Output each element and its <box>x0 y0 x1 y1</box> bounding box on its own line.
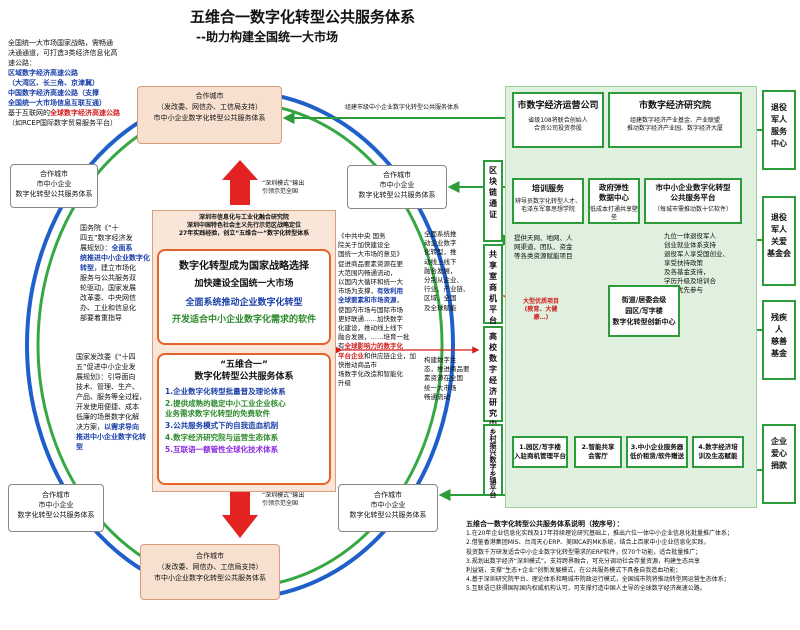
top-left-note: 全国统一大市场国家战略，需畅通 决通通道，可打造3类经济信息化高 速公路： 区域… <box>8 38 136 128</box>
right-policy-red: 全球影响力的数字化 平台企业 <box>338 342 403 360</box>
bottom-item-2: 2.智能共享 会客厅 <box>574 436 622 468</box>
vertical-shared-room: 共 享 室 商 机 平 台 <box>483 244 503 325</box>
gov-data-box: 政府弹性 数据中心 低成本打通共享壁垒 <box>588 178 640 224</box>
left-policy-1-blue: 全面系 统推进中小企业数字化 转型 <box>80 244 150 272</box>
top-left-note-highway-2: 中国数字经济高速公路（支撑 全国统一大市场信息互联互通） <box>8 89 106 107</box>
left-policy-text-1: 国务院《“十 四五”数字经济发 展规划》：全面系 统推进中小企业数字化 转型，建… <box>80 223 152 323</box>
right-enterprise-donation: 企业 爱心 捐款 <box>762 424 796 504</box>
vertical-university-center: 高 校 数 字 经 济 研 究 中 心 <box>483 326 503 440</box>
gov-data-title: 政府弹性 数据中心 <box>599 183 629 202</box>
city-box-bottom-left: 合作城市 市中小企业 数字化转型公共服务体系 <box>8 484 104 532</box>
top-left-note-intro: 全国统一大市场国家战略，需畅通 决通通道，可打造3类经济信息化高 速公路： <box>8 39 118 67</box>
right-policy-text: 《中共中央 国务 院关于加快建设全 国统一大市场的意见》 促进商品要素资源在更 … <box>338 232 420 388</box>
right-policy-blue: 有效利用 全球要素和市场资源 <box>338 287 403 305</box>
right-policy-text-3: 构建数字生 态，推进商品要 素资源在全国 统一大市场 畅通流动 <box>424 356 470 401</box>
five-dim-item-2: 2.提供成熟的稳定中小工业企业核心 业务需求数字化转型的免费软件 <box>165 399 286 418</box>
sme-platform-title: 市中小企业数字化转型 公共服务平台 <box>655 183 731 202</box>
left-policy-1-c: ，国家发展 改革委、中央网信 办、工业和信息化 部要着重指导 <box>80 284 136 322</box>
five-dim-title: “五维合一” 数字化转型公共服务体系 <box>194 360 294 382</box>
op-company-sub: 省级108将联合创始人 合资公司投资参股 <box>528 117 588 132</box>
sme-platform-box: 市中小企业数字化转型 公共服务平台 （每城市需推动数十亿软件） <box>644 178 742 224</box>
center-five-dim-box: “五维合一” 数字化转型公共服务体系 1.企业数字化转型批量普及理论体系 2.提… <box>157 353 331 485</box>
left-policy-2-blue: 以需求导向 推进中小企业数字化转型 <box>76 423 146 451</box>
red-up-arrow <box>222 160 258 205</box>
left-policy-1-a: 国务院《“十 四五”数字经济发 展规划》： <box>80 224 133 252</box>
five-dim-item-4: 4.数字经济研究院与运营生态体系 <box>165 433 279 442</box>
arrow-note-top: “深圳模式”输出 引领示范全国 <box>262 180 305 195</box>
city-box-left: 合作城市 市中小企业 数字化转型公共服务体系 <box>10 164 98 208</box>
strategy-subtitle: 加快建设全国统一大市场 <box>194 279 294 289</box>
five-dim-item-3: 3.公共服务模式下的自我造血机制 <box>165 421 279 430</box>
city-box-top: 合作城市 （发改委、网信办、工信局支持） 市中小企业数字化转型公共服务体系 <box>137 86 282 144</box>
center-header: 深圳市信息化与工业化融合研究院 深圳中国特色社会主义先行示范区战略定位 27年实… <box>178 214 310 237</box>
resources-desc: 提供天网、地网、人 网渠道、团队、资金 等各类资源赋能项目 <box>514 234 573 260</box>
top-left-note-global-highway: 全球数字经济高速公路 <box>50 109 120 117</box>
diagram-subtitle: --助力构建全国统一大市场 <box>196 30 338 44</box>
right-veteran-service-center: 退役 军人 服务 中心 <box>762 90 796 170</box>
right-policy-a: 《中共中央 国务 院关于加快建设全 国统一大市场的意见》 促进商品要素资源在更 … <box>338 232 403 296</box>
right-policy-c: 和供应链企业，加快推动商品市 场数字化改造和智能化 升级 <box>338 351 416 388</box>
right-policy-text-2: 全面系统推 动企业数字 化转型，推 动线上线下 融合发展， 分别从企业、 行业、… <box>424 230 470 312</box>
notes-heading: 五维合一数字化转型公共服务体系说明（按序号）： <box>466 520 624 528</box>
sme-platform-sub: （每城市需推动数十亿软件） <box>653 206 732 213</box>
top-left-note-tail: 基于互联网的 <box>8 109 50 117</box>
strategy-title: 数字化转型成为国家战略选择 <box>179 261 309 272</box>
training-sub: 辨导员数字化转型人才、 毛泽东军事思想学院 <box>514 198 581 213</box>
diagram-title: 五维合一数字化转型公共服务体系 <box>190 8 416 26</box>
bottom-item-4: 4.数字经济培 训及生态赋能 <box>692 436 744 468</box>
notes-line-3: 3.规划出数字经济“深圳模式”。支持跨界融合，可充分调动社会存量资源，构建生态共… <box>466 557 700 575</box>
left-policy-1-b: ，建立市场化 服务与公共服务双 轮驱动 <box>80 264 136 292</box>
right-disabled-charity-fund: 残疾 人 慈善 基金 <box>762 300 796 380</box>
institute-title: 市数字经济研究院 <box>638 101 711 111</box>
top-left-note-highway-1: 区域数字经济高速公路 （大湾区、长三角、京津冀） <box>8 69 99 87</box>
city-box-bottom-right: 合作城市 市中小企业 数字化转型公共服务体系 <box>338 484 438 532</box>
strategy-blue-line: 全面系统推动企业数字化转型 <box>185 298 303 308</box>
city-box-bottom: 合作城市 （发改委、网信办、工信局支持） 市中小企业数字化转型公共服务体系 <box>140 544 280 600</box>
notes-line-1: 1.在20年企业信息化实践及17年持续理论研究基础上，推出六位一体中小企业信息化… <box>466 530 733 538</box>
top-left-note-rcep: （如RCEP国际数字贸易服务平台） <box>8 119 118 127</box>
veteran-desc: 九位一体退役军人 创业就业体系支持 退役军人享受国创业、 享受扶持政策 及各基金… <box>664 232 729 294</box>
five-dim-item-1: 1.企业数字化转型批量普及理论体系 <box>165 387 286 396</box>
notes-line-2: 2.借鉴香港集团MIS、台湾天心ERP、美国CA的MK系统，结合上百家中小企业信… <box>466 539 710 556</box>
notes-section: 五维合一数字化转型公共服务体系说明（按序号）： 1.在20年企业信息化实践及17… <box>466 520 796 594</box>
op-company-title: 市数字经济运营公司 <box>517 101 599 111</box>
right-veteran-care-fund: 退役 军人 关爱 基金会 <box>762 196 796 286</box>
star-project-label: 大型优质项目 (教育、大健康…) <box>522 298 559 321</box>
street-innovation-center: 街道/居委会级 园区/写字楼 数字化转型创新中心 <box>608 285 680 337</box>
center-panel: 深圳市信息化与工业化融合研究院 深圳中国特色社会主义先行示范区战略定位 27年实… <box>152 210 336 492</box>
vertical-blockchain-token: 区 块 链 通 证 <box>483 160 503 242</box>
gov-data-sub: 低成本打通共享壁垒 <box>590 206 639 221</box>
city-box-right: 合作城市 市中小企业 数字化转型公共服务体系 <box>347 165 447 209</box>
arrow-note-top-right: 组建市级中小企业数字化转型公共服务体系 <box>345 104 460 111</box>
institute-box: 市数字经济研究院 组建数字经济产业基金、产业联盟 推动数字经济产业园、数字经济大… <box>608 92 742 148</box>
notes-line-5: 5.互联语已获得国际国内权威机构认可，可支撑打造中国人主导的全球数字经济高速公路… <box>466 585 706 593</box>
op-company-box: 市数字经济运营公司 省级108将联合创始人 合资公司投资参股 <box>512 92 604 148</box>
vertical-rural-platform: 乡 村 振 兴 数 字 乡 镇 平 台 <box>483 424 503 499</box>
arrow-note-bottom: “深圳模式”输出 引领示范全国 <box>262 492 305 507</box>
right-policy-b: ， 使国内市场与国际市场 更好联通……加快数字 化建设，推动线上线下 融合发展，… <box>338 296 410 351</box>
training-box: 培训服务 辨导员数字化转型人才、 毛泽东军事思想学院 <box>512 178 584 224</box>
bottom-item-1: 1.园区/写字楼 入驻商机管理平台 <box>512 436 568 468</box>
center-strategy-box: 数字化转型成为国家战略选择 加快建设全国统一大市场 全面系统推动企业数字化转型 … <box>157 249 331 345</box>
bottom-item-3: 3.中小企业服务器 低价租赁/软件赠送 <box>626 436 688 468</box>
notes-line-4: 4.基于深圳研究院平台、理论体系和略城市院政运行模式，全国城市院将推动转型网运营… <box>466 576 730 584</box>
five-dim-item-5: 5.互联语一额管性全球化技术体系 <box>165 445 279 454</box>
institute-sub: 组建数字经济产业基金、产业联盟 推动数字经济产业园、数字经济大厦 <box>626 117 723 132</box>
left-policy-2-a: 国家发改委《“十四 五”促进中小企业发 展规划》：引导面向 技术、管理、生产、 … <box>76 353 146 431</box>
left-policy-text-2: 国家发改委《“十四 五”促进中小企业发 展规划》：引导面向 技术、管理、生产、 … <box>76 352 152 452</box>
strategy-green-line: 开发适合中小企业数字化需求的软件 <box>171 315 316 325</box>
red-down-arrow <box>222 490 258 538</box>
training-title: 培训服务 <box>532 184 564 193</box>
